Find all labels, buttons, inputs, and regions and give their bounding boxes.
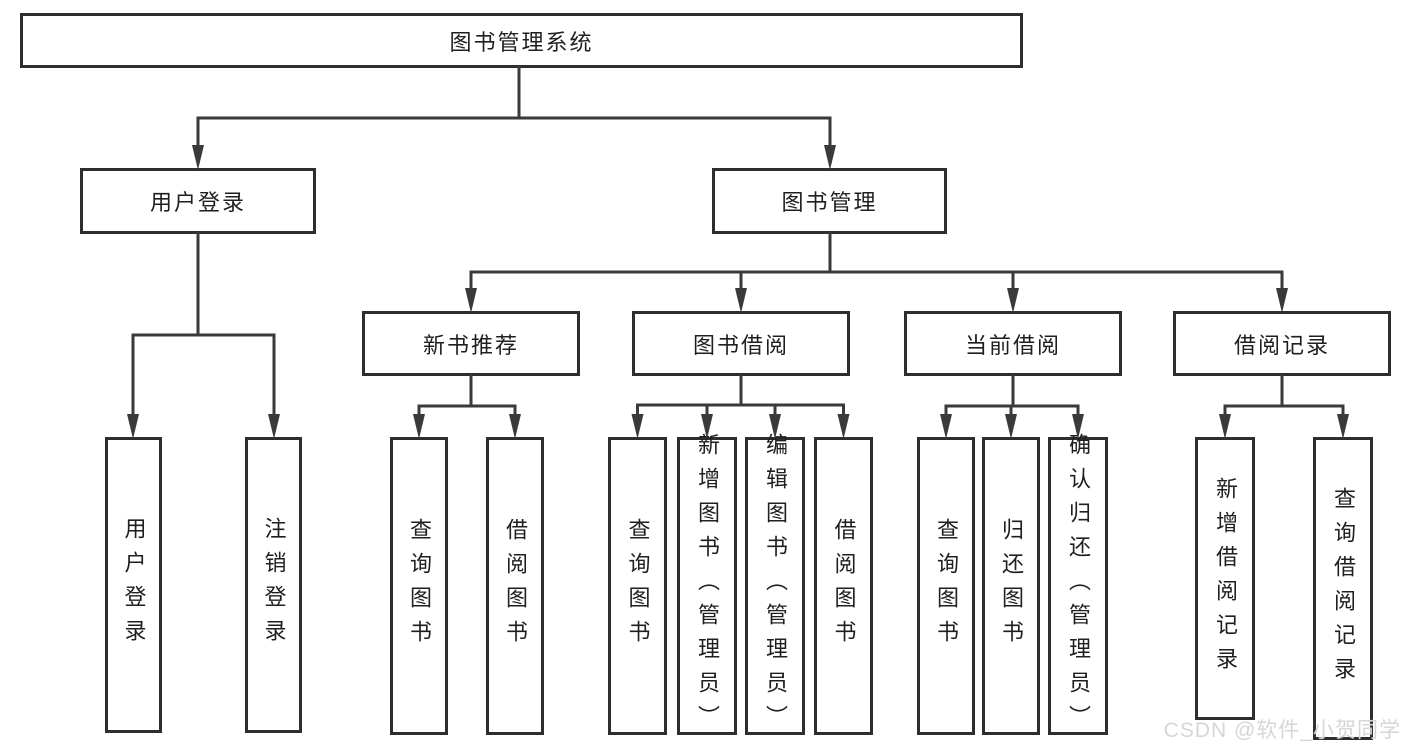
- leaf-edit-books-admin: 编辑图书（管理员）: [745, 433, 805, 739]
- node-label: 查询图书: [625, 518, 651, 654]
- node-label: 查询图书: [407, 518, 432, 654]
- arrowhead: [509, 414, 521, 439]
- node-book-management: 图书管理: [712, 168, 947, 234]
- node-label: 归还图书: [999, 518, 1024, 654]
- arrowhead: [631, 414, 644, 439]
- node-label: 编辑图书（管理员）: [763, 433, 788, 739]
- node-user-login: 用户登录: [80, 168, 316, 234]
- arrowhead: [837, 414, 850, 439]
- arrowhead: [268, 414, 280, 439]
- node-book-borrowing: 图书借阅: [632, 311, 850, 376]
- leaf-borrow-books-recommend: 借阅图书: [486, 437, 544, 735]
- arrowhead: [192, 145, 204, 170]
- node-label: 用户登录: [121, 517, 147, 653]
- arrowhead: [1337, 414, 1349, 439]
- leaf-query-books-recommend: 查询图书: [390, 437, 448, 735]
- leaf-borrow-books: 借阅图书: [814, 437, 873, 735]
- node-label: 借阅图书: [831, 518, 857, 654]
- arrowhead: [413, 414, 425, 439]
- arrowhead: [735, 288, 747, 313]
- arrowhead: [1005, 414, 1017, 439]
- node-label: 用户登录: [149, 190, 246, 215]
- node-library-management-system: 图书管理系统: [20, 13, 1023, 68]
- node-label: 图书管理: [781, 190, 878, 215]
- node-label: 查询图书: [934, 518, 959, 654]
- node-label: 确认归还（管理员）: [1066, 433, 1091, 739]
- arrowhead: [465, 288, 477, 313]
- arrowhead: [1007, 288, 1019, 313]
- leaf-confirm-return-admin: 确认归还（管理员）: [1048, 433, 1108, 739]
- node-label: 借阅图书: [503, 518, 528, 654]
- node-current-borrowing: 当前借阅: [904, 311, 1122, 376]
- node-label: 借阅记录: [1233, 332, 1330, 358]
- node-label: 图书借阅: [692, 332, 789, 358]
- leaf-query-books-current: 查询图书: [917, 437, 975, 735]
- node-label: 新书推荐: [422, 332, 519, 358]
- node-borrowing-records: 借阅记录: [1173, 311, 1391, 376]
- node-label: 新增借阅记录: [1213, 476, 1238, 681]
- arrowhead: [940, 414, 952, 439]
- node-label: 当前借阅: [964, 332, 1061, 358]
- node-label: 注销登录: [261, 517, 287, 653]
- leaf-add-books-admin: 新增图书（管理员）: [677, 433, 737, 739]
- leaf-logout: 注销登录: [245, 437, 302, 733]
- csdn-watermark: CSDN @软件_小贺同学: [1163, 719, 1401, 742]
- arrowhead: [1219, 414, 1231, 439]
- leaf-return-books: 归还图书: [982, 437, 1040, 735]
- node-label: 新增图书（管理员）: [695, 433, 720, 739]
- leaf-query-borrow-record: 查询借阅记录: [1313, 437, 1373, 740]
- node-label: 查询借阅记录: [1331, 486, 1356, 691]
- leaf-add-borrow-record: 新增借阅记录: [1195, 437, 1255, 720]
- node-new-book-recommendation: 新书推荐: [362, 311, 580, 376]
- node-label: 图书管理系统: [449, 29, 594, 55]
- arrowhead: [127, 414, 139, 439]
- arrowhead: [824, 145, 836, 170]
- arrowhead: [1276, 288, 1288, 313]
- leaf-user-login: 用户登录: [105, 437, 162, 733]
- leaf-query-books-borrowing: 查询图书: [608, 437, 667, 735]
